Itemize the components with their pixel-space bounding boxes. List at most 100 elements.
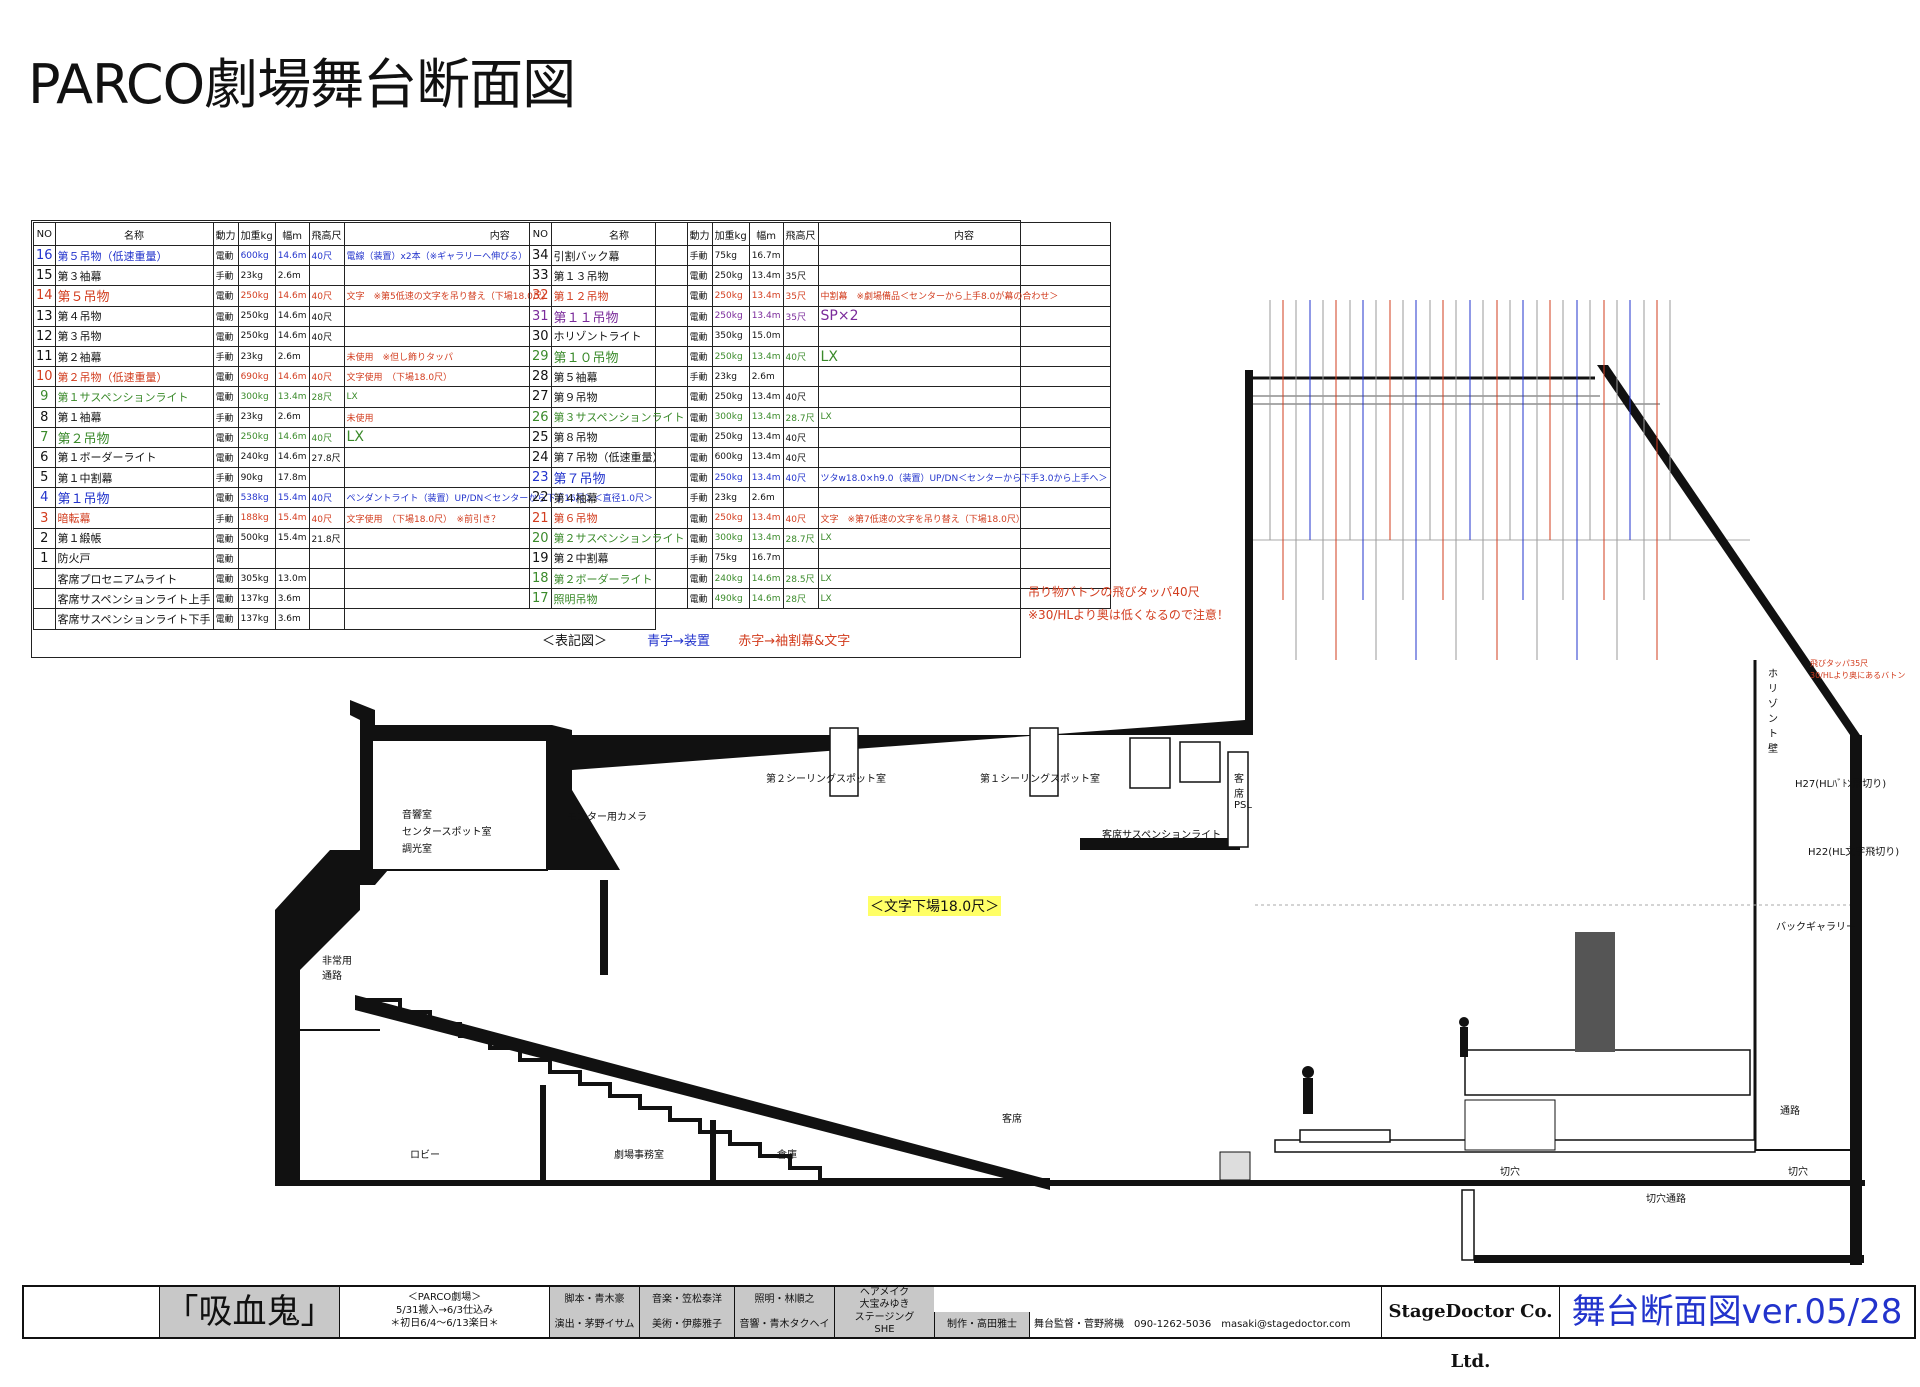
pros-label: 客席PSL <box>1234 774 1252 811</box>
kiriana-right: 切穴 <box>1788 1167 1808 1178</box>
batten-height-note: 吊り物バトンの飛びタッパ40尺 <box>1028 585 1200 599</box>
cell-name: 第１サスペンションライト <box>54 386 214 408</box>
cell-no: 30 <box>529 325 552 347</box>
cell-name: 客席プロセニアムライト <box>54 567 214 590</box>
cell-load: 75kg <box>711 244 750 267</box>
room-dimmer: 調光室 <box>402 844 432 855</box>
dates-2: ＊初日6/4〜6/13楽日＊ <box>390 1318 499 1329</box>
cell-height: 28尺 <box>782 588 819 610</box>
col-width: 幅m <box>274 222 310 246</box>
performers <box>1302 1017 1469 1114</box>
venue: ＜PARCO劇場＞ <box>407 1292 482 1303</box>
cell-load: 500kg <box>237 527 276 549</box>
cell-content: LX <box>817 588 1111 610</box>
cell-name: 第２ボーダーライト <box>550 567 688 590</box>
doc-version: 舞台断面図ver.05/28 <box>1559 1287 1914 1337</box>
passage-label: 通路 <box>1780 1106 1800 1117</box>
kiriana-left: 切穴 <box>1500 1167 1520 1178</box>
title-block: 「吸血鬼」 ＜PARCO劇場＞ 5/31搬入→6/3仕込み ＊初日6/4〜6/1… <box>22 1285 1916 1372</box>
credit-script: 脚本・青木豪 <box>549 1287 639 1312</box>
seats-label: 客席 <box>1002 1114 1022 1125</box>
cell-load: 90kg <box>237 467 276 489</box>
batten-lines <box>1269 300 1671 660</box>
hair-role: ヘアメイク <box>859 1287 910 1298</box>
cell-name: 第７吊物（低速重量） <box>550 446 688 469</box>
ceiling-spot-2: 第２シーリングスポット室 <box>766 774 886 785</box>
storage-label: 倉庫 <box>777 1150 797 1161</box>
cell-no: 28 <box>529 366 552 388</box>
legend: ＜表記図＞ 青字→装置 赤字→袖割幕&文字 <box>542 630 850 649</box>
cell-name: 第７吊物 <box>550 467 688 489</box>
cell-name: 第３吊物 <box>54 325 214 347</box>
cell-height: 28.7尺 <box>782 527 819 549</box>
stage-manager: 舞台監督・菅野將機 090-1262-5036 masaki@stagedoct… <box>1029 1312 1381 1337</box>
cell-name: 第３袖幕 <box>54 265 214 287</box>
horizont-note-2: 30/HLより奥にあるバトン <box>1810 671 1906 680</box>
show-title: 「吸血鬼」 <box>159 1287 339 1337</box>
cell-name: 第９吊物 <box>550 386 688 408</box>
cell-name: 第１３吊物 <box>550 265 688 287</box>
staging-role: ステージング <box>854 1312 915 1323</box>
credit-art: 美術・伊藤雅子 <box>639 1312 734 1337</box>
cell-name: 第１ボーダーライト <box>54 446 214 469</box>
back-gallery-label: バックギャラリー <box>1776 922 1856 933</box>
credit-hair: ヘアメイク大宝みゆき <box>834 1287 934 1312</box>
hair-name: 大宝みゆき <box>859 1299 910 1310</box>
cell-no: 15 <box>33 265 56 287</box>
col-height: 飛高尺 <box>308 222 345 246</box>
credit-music: 音楽・笠松泰洋 <box>639 1287 734 1312</box>
cell-name: 第６吊物 <box>550 507 688 529</box>
office-label: 劇場事務室 <box>614 1150 664 1161</box>
page-title: PARCO劇場舞台断面図 <box>28 53 576 116</box>
moji-height-note: ＜文字下場18.0尺＞ <box>868 896 1002 916</box>
horizont-note-1: 飛びタッパ35尺 <box>1810 659 1869 668</box>
horizont-wall-label: ホリゾント壁 <box>1768 669 1778 755</box>
cell-name: 第５袖幕 <box>550 366 688 388</box>
cell-no: 23 <box>529 467 552 489</box>
h27-label: H27(HLﾊﾞﾄﾝ飛切り) <box>1795 779 1887 790</box>
col-load: 加重kg <box>711 222 750 246</box>
lobby-label: ロビー <box>410 1150 440 1161</box>
h22-label: H22(HL文字飛切り) <box>1808 847 1900 858</box>
caution-note: ※30/HLより奥は低くなるので注意！ <box>1028 608 1229 622</box>
cell-load: 490kg <box>711 588 750 610</box>
credit-director: 演出・茅野イサム <box>549 1312 639 1337</box>
monitor-camera-label: モニター用カメラ <box>567 812 647 823</box>
ceiling-spot-1: 第１シーリングスポット室 <box>980 774 1100 785</box>
stage-floor <box>1219 904 1864 1263</box>
dates-1: 5/31搬入→6/3仕込み <box>396 1305 493 1316</box>
auditorium <box>275 700 1865 1190</box>
cell-name: 照明吊物 <box>550 588 688 610</box>
seat-suspension: 客席サスペンションライト <box>1102 830 1222 841</box>
col-name: 名称 <box>550 222 688 246</box>
staging-name: SHE <box>874 1324 895 1335</box>
cell-load: 300kg <box>711 406 750 428</box>
cell-load: 137kg <box>237 608 276 630</box>
cell-content <box>343 608 657 630</box>
credit-sound: 音響・青木タクヘイ <box>734 1312 834 1337</box>
cell-name: 第５吊物 <box>54 285 214 307</box>
emergency-passage: 非常用通路 <box>322 956 352 982</box>
col-power: 動力 <box>686 222 713 246</box>
cell-no: 24 <box>529 446 552 469</box>
cell-no: 32 <box>529 285 552 307</box>
col-height: 飛高尺 <box>782 222 819 246</box>
cell-name: 第１０吊物 <box>550 345 688 368</box>
cell-name: 第３サスペンションライト <box>550 406 688 428</box>
credit-light: 照明・林順之 <box>734 1287 834 1312</box>
